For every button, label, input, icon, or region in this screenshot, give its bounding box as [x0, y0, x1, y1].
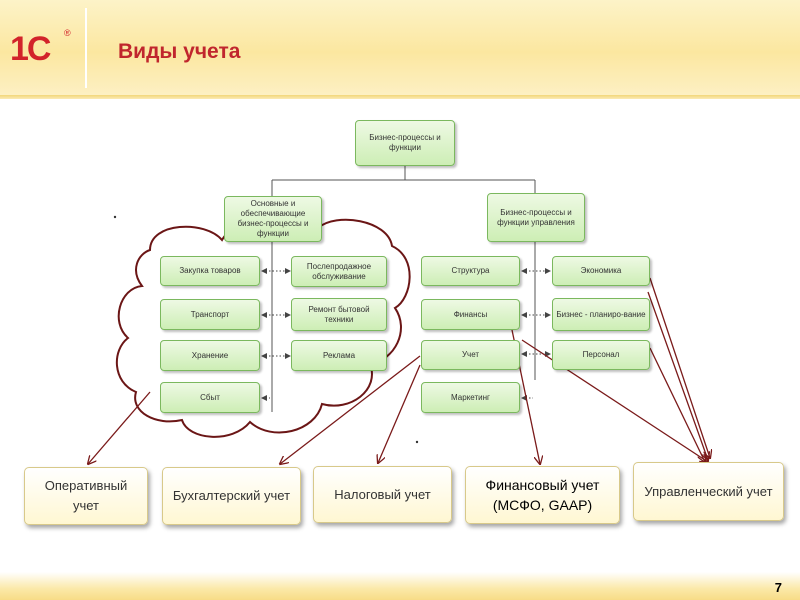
node-structure: Структура [421, 256, 520, 286]
node-marketing: Маркетинг [421, 382, 520, 413]
accounting-type-financial: Финансовый учет (МСФО, GAAP) [465, 466, 620, 524]
footer-band [0, 572, 800, 600]
node-purchase: Закупка товаров [160, 256, 260, 286]
node-storage: Хранение [160, 340, 260, 371]
node-personnel: Персонал [552, 340, 650, 370]
bullet-dot [113, 215, 117, 219]
node-sales: Сбыт [160, 382, 260, 413]
node-business-planning: Бизнес - планиро-вание [552, 298, 650, 331]
page-number: 7 [774, 580, 782, 595]
accounting-type-management: Управленческий учет [633, 462, 784, 521]
node-main-branch: Основные и обеспечивающие бизнес-процесс… [224, 196, 322, 242]
node-finance: Финансы [421, 299, 520, 330]
dotted-connectors [261, 268, 551, 401]
accounting-type-tax: Налоговый учет [313, 466, 452, 523]
node-aftersales: Послепродажное обслуживание [291, 256, 387, 287]
header-rule [0, 95, 800, 99]
bullet-dot [415, 440, 419, 444]
node-advertising: Реклама [291, 340, 387, 371]
logo-1c: 1С [10, 30, 51, 68]
node-root: Бизнес-процессы и функции [355, 120, 455, 166]
accounting-type-bookkeeping: Бухгалтерский учет [162, 467, 301, 525]
accounting-type-operational: Оперативный учет [24, 467, 148, 525]
node-mgmt-branch: Бизнес-процессы и функции управления [487, 193, 585, 242]
logo-registered-icon: ® [64, 28, 71, 38]
node-accounting: Учет [421, 340, 520, 370]
page-title: Виды учета [118, 40, 241, 63]
node-transport: Транспорт [160, 299, 260, 330]
node-economics: Экономика [552, 256, 650, 286]
header-band [0, 0, 800, 95]
logo-divider [85, 8, 87, 88]
node-repair: Ремонт бытовой техники [291, 298, 387, 331]
